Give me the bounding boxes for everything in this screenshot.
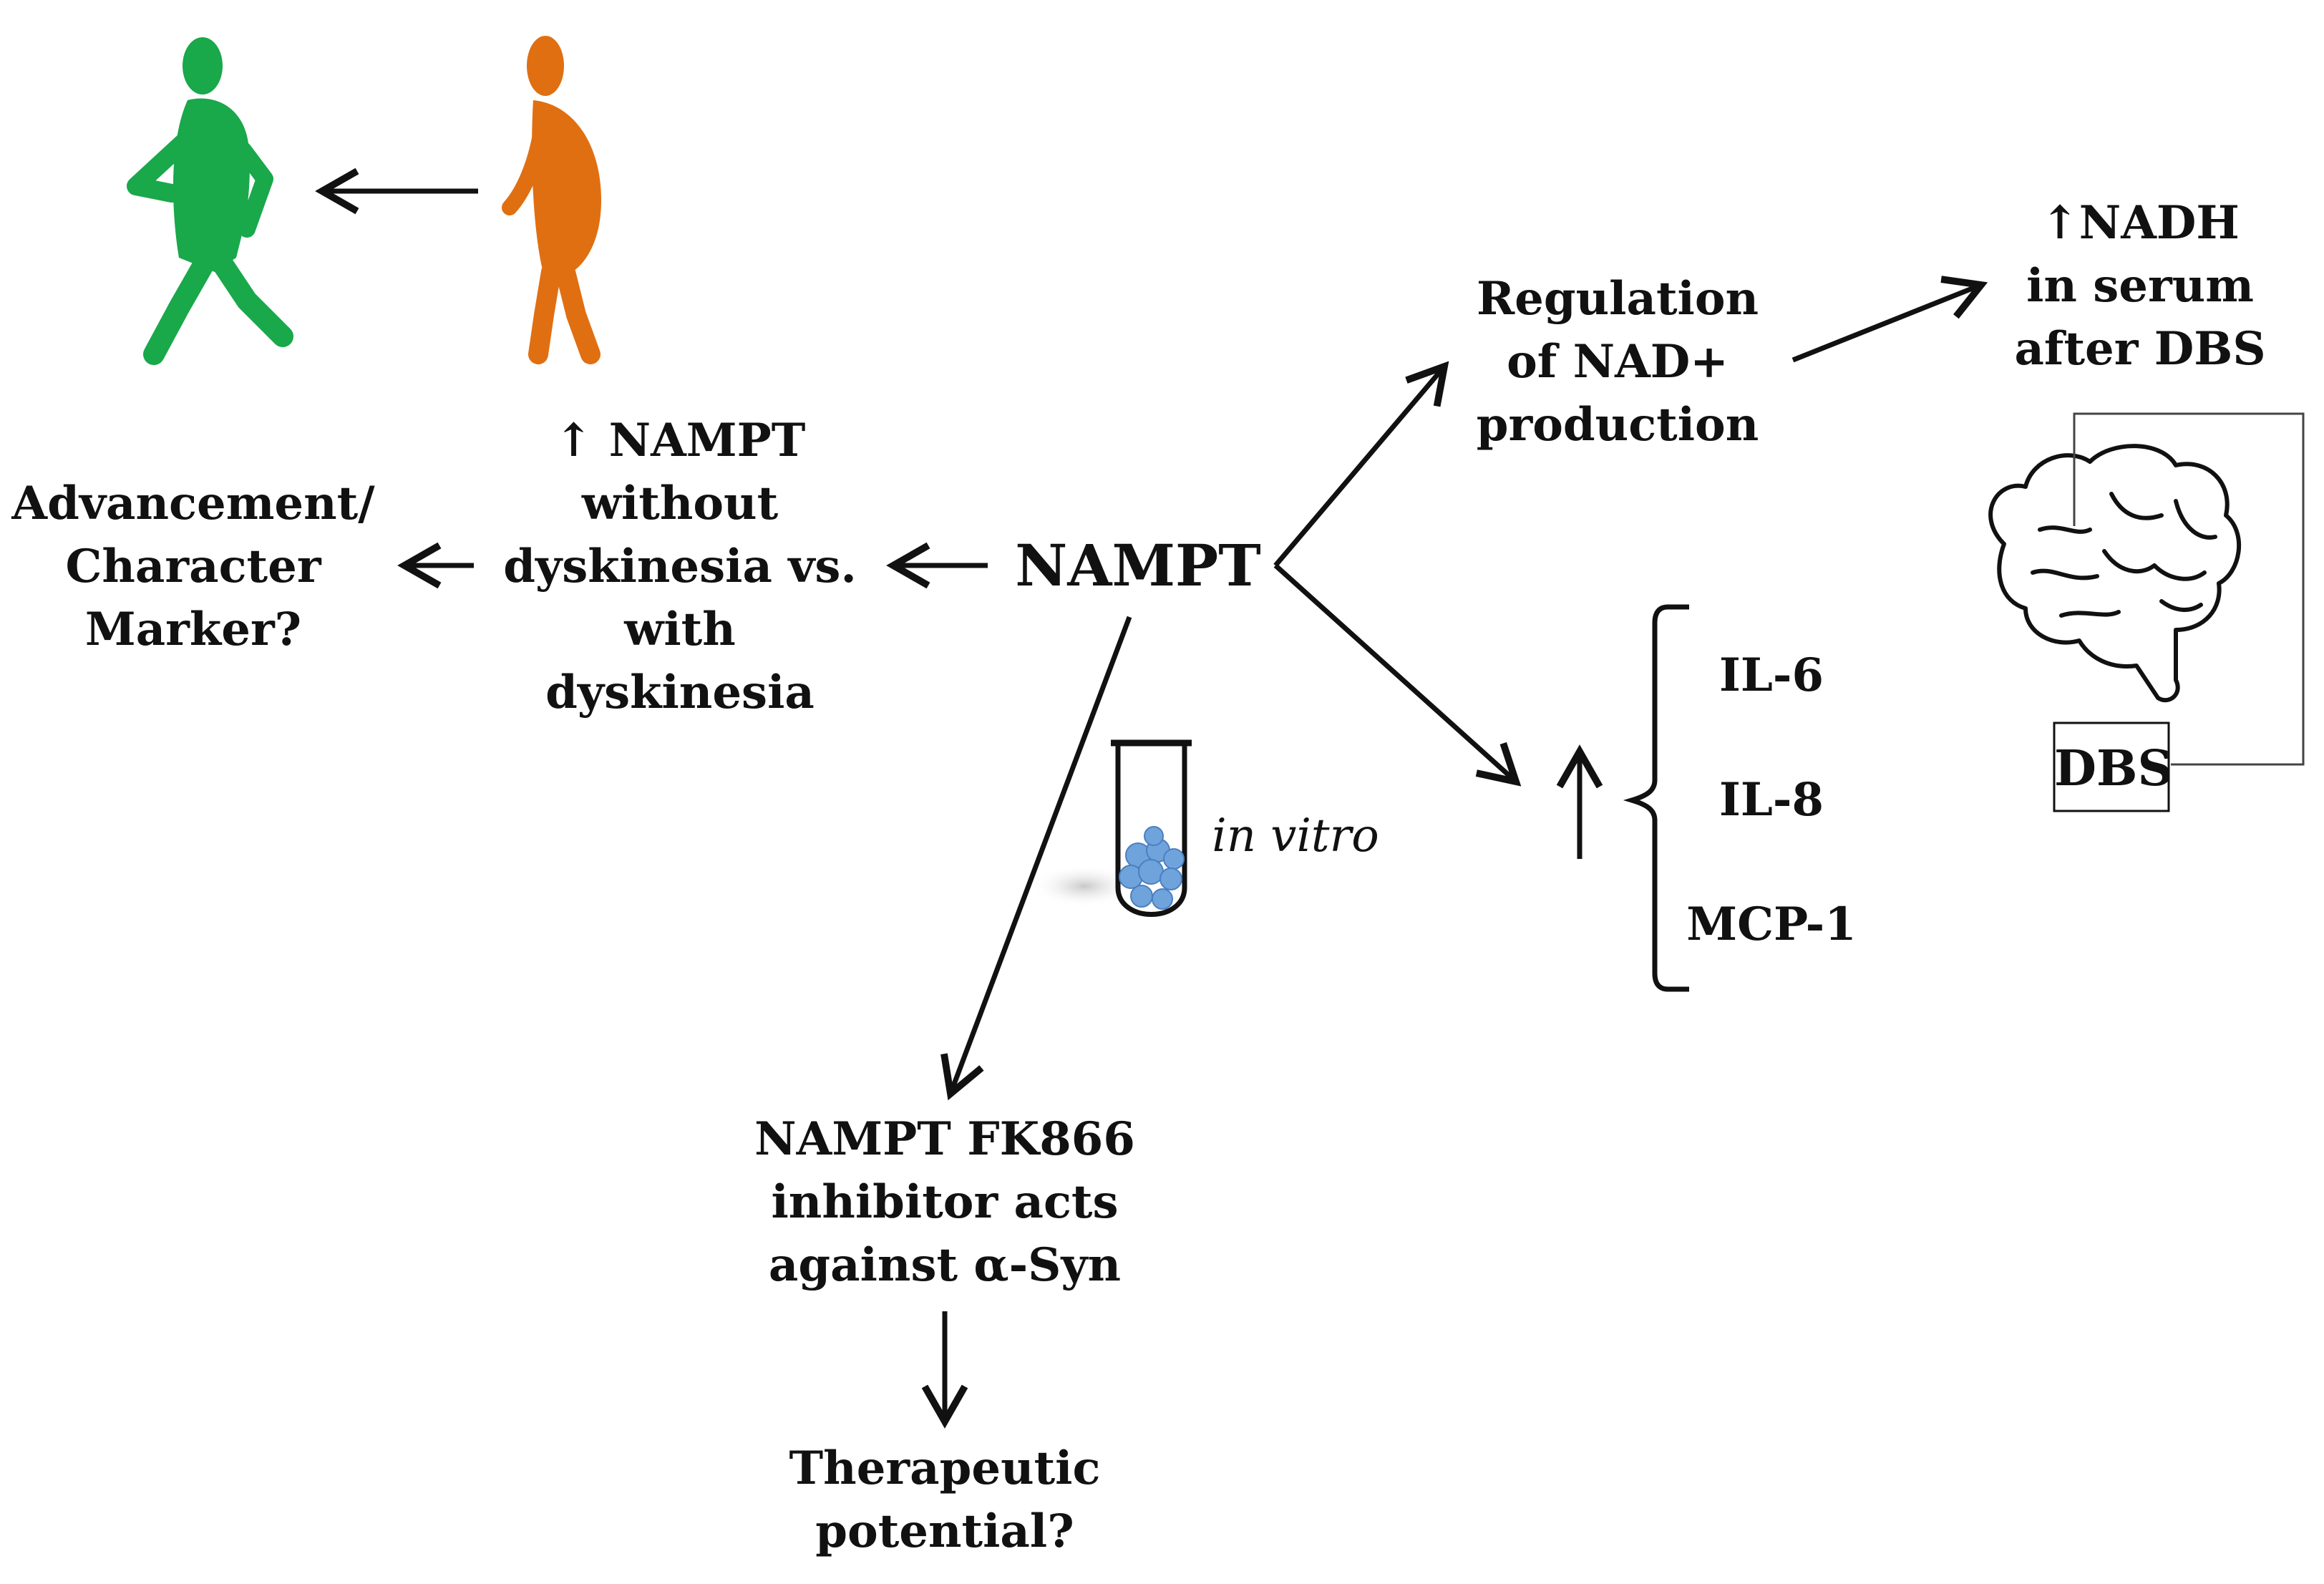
nadh-label: ↑NADH in serum after DBS: [2014, 196, 2266, 376]
parkinson-person-icon: [502, 36, 601, 364]
cytokine-il8: IL-8: [1718, 773, 1824, 827]
cytokine-il6: IL-6: [1718, 648, 1824, 702]
walking-person-icon: [127, 37, 293, 365]
dbs-lead: [2073, 412, 2305, 766]
arrow-nad-to-nadh: [1791, 276, 1988, 363]
arrow-nampt-to-nad: [1273, 361, 1449, 568]
cytokine-bracket: [1623, 604, 1689, 992]
nad-regulation-label: Regulation of NAD+ production: [1476, 272, 1759, 452]
therapeutic-label: Therapeutic potential?: [789, 1442, 1101, 1558]
dbs-box-label: DBS: [2054, 740, 2173, 797]
brain-icon: [1988, 444, 2242, 703]
test-tube-icon: [1031, 739, 1192, 917]
in-vitro-label: in vitro: [1212, 810, 1379, 863]
nampt-center-label: NAMPT: [1015, 532, 1261, 599]
arrow-nampt-to-cytokines: [1273, 563, 1522, 787]
cytokine-mcp1: MCP-1: [1686, 898, 1857, 951]
inhibitor-label: NAMPT FK866 inhibitor acts against α-Syn: [754, 1112, 1135, 1292]
dbs-box: [2053, 721, 2170, 812]
marker-label: Advancement/ Character Marker?: [11, 477, 375, 656]
arrow-nampt-to-inhibitor: [940, 616, 1132, 1101]
dyskinesia-label: ↑ NAMPT without dyskinesia vs. with dysk…: [503, 414, 857, 719]
